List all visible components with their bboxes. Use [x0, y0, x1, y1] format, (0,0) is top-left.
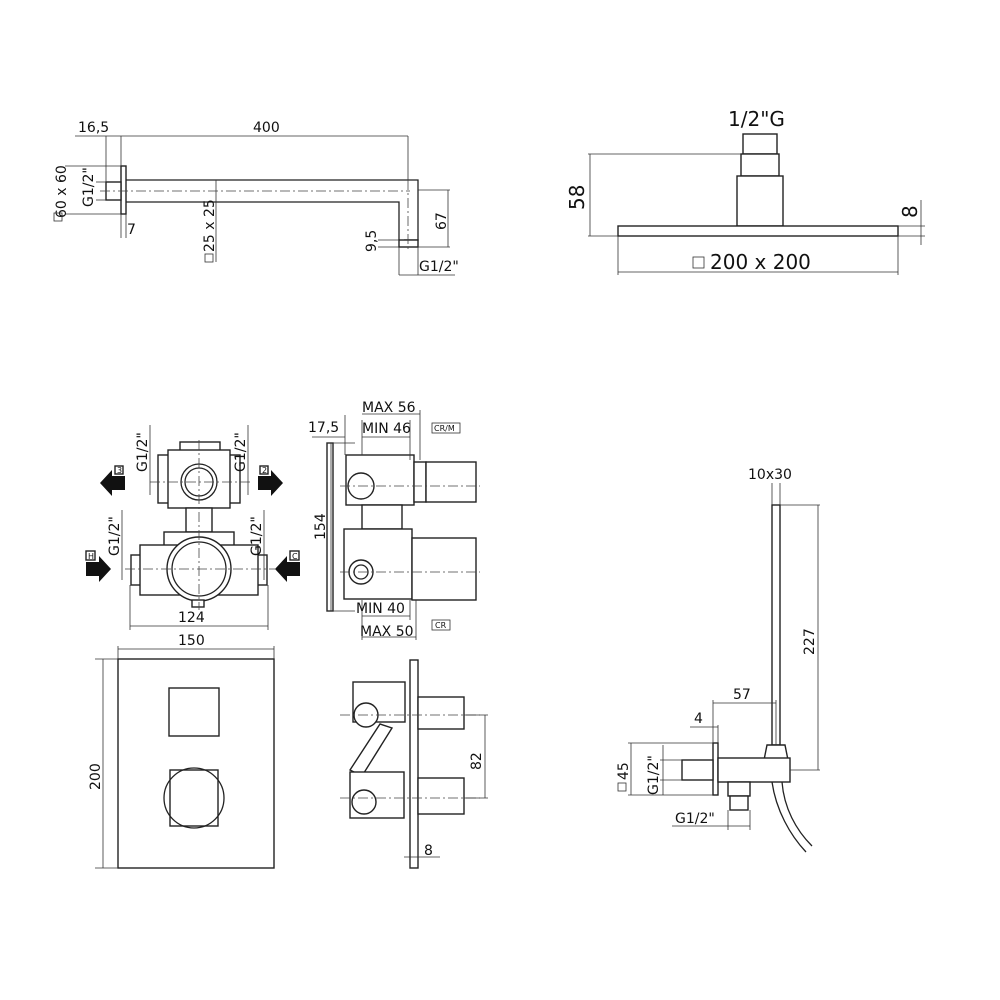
arm-length-label: 400: [253, 120, 280, 136]
cold-inlet-label: C: [292, 552, 298, 561]
hand-shower-wall-thread-label: G1/2": [646, 755, 662, 795]
valve-thread-top-left-label: G1/2": [135, 432, 151, 472]
side-min-bottom-label: MIN 40: [356, 601, 405, 617]
valve-thread-bottom-left-label: G1/2": [107, 516, 123, 556]
valve-inner-width-label: 124: [178, 610, 205, 626]
head-thickness-label: 8: [898, 205, 922, 218]
valve-body-front-drawing: G1/2" G1/2" G1/2" G1/2" 124 3 2 H C: [85, 425, 300, 630]
side-tag-bottom-label: CR: [435, 621, 447, 630]
trim-plate-side-drawing: 82 8: [340, 659, 488, 869]
cold-inlet-arrow-icon: [275, 556, 300, 582]
valve-body-side-drawing: 17,5 MAX 56 MIN 46 CR/M 154 MIN 40 MAX 5…: [308, 400, 480, 640]
square-symbol-icon: [692, 256, 705, 269]
hot-inlet-arrow-icon: [86, 556, 111, 582]
arm-wall-thread-label: G1/2": [81, 167, 97, 207]
hand-shower-section-label: 10x30: [748, 467, 792, 483]
hose: [771, 781, 807, 853]
plate-spacing-label: 82: [469, 752, 485, 770]
shower-head-drawing: 1/2"G 58 8 200 x 200: [565, 107, 925, 275]
outlet-3-arrow-icon: [100, 470, 125, 496]
hand-shower-outlet-thread-label: G1/2": [675, 811, 715, 827]
outlet-2-label: 2: [262, 466, 267, 475]
side-max-top-label: MAX 56: [362, 400, 416, 416]
plate-depth-label: 8: [424, 843, 433, 859]
hand-shower-projection-label: 57: [733, 687, 751, 703]
side-height-label: 154: [313, 513, 329, 540]
arm-outlet-thread-label: G1/2": [419, 259, 459, 275]
arm-flange-label: 60 x 60: [54, 165, 70, 218]
arm-outlet-height-label: 9,5: [364, 230, 380, 252]
hand-shower-drawing: 10x30 227 57 4 45 G1/2" G1/2": [616, 467, 820, 853]
valve-thread-bottom-right-label: G1/2": [249, 516, 265, 556]
head-thread-label: 1/2"G: [728, 107, 785, 131]
arm-offset-label: 16,5: [78, 120, 109, 136]
valve-thread-top-right-label: G1/2": [233, 432, 249, 472]
side-offset-label: 17,5: [308, 420, 339, 436]
side-min-top-label: MIN 46: [362, 421, 411, 437]
shower-arm-drawing: 16,5 400 60 x 60 G1/2" 7 25 x 25 67 9,5 …: [53, 120, 459, 276]
outlet-3-label: 3: [117, 466, 122, 475]
square-symbol-icon: [617, 782, 627, 792]
plate-height-label: 200: [88, 763, 104, 790]
side-tag-top-label: CR/M: [434, 424, 455, 433]
valve-outer-width-label: 150: [178, 633, 205, 649]
trim-plate-front-drawing: 150 200: [88, 633, 275, 869]
outlet-2-arrow-icon: [258, 470, 283, 496]
square-symbol-icon: [204, 253, 214, 263]
hand-shower-plate-label: 45: [616, 762, 632, 780]
head-height-label: 58: [565, 185, 589, 210]
hot-inlet-label: H: [88, 552, 94, 561]
arm-wall-flange: [120, 165, 127, 215]
arm-flange-depth-label: 7: [127, 222, 136, 238]
hand-shower-offset-label: 4: [694, 711, 703, 727]
arm-section-label: 25 x 25: [202, 199, 218, 252]
hand-shower-length-label: 227: [802, 628, 818, 655]
square-symbol-icon: [53, 212, 63, 222]
head-size-label: 200 x 200: [710, 250, 811, 274]
arm-drop-label: 67: [434, 212, 450, 230]
side-max-bottom-label: MAX 50: [360, 624, 414, 640]
